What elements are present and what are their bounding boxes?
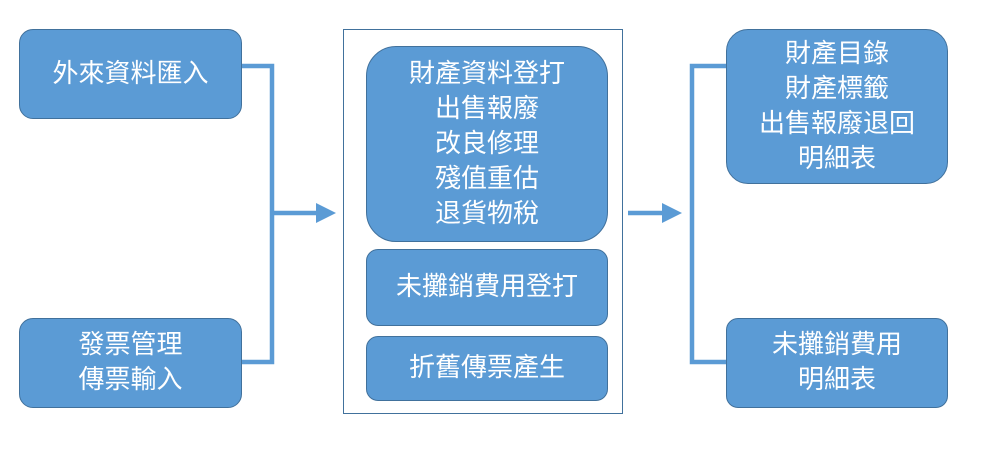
- unamortized-entry-line: 未攤銷費用登打: [395, 272, 578, 302]
- external-import-text: 外來資料匯入: [52, 57, 208, 92]
- unamortized-report-line-2: 明細表: [797, 365, 876, 395]
- left-arrowhead-icon: [316, 203, 336, 223]
- unamortized-report-box: 未攤銷費用 明細表: [726, 318, 948, 408]
- right-arrowhead-icon: [662, 203, 682, 223]
- left-bracket-connector: [242, 63, 275, 365]
- asset-reports-line-3: 出售報廢退回: [758, 108, 915, 139]
- asset-entry-line-2: 出售報廢: [434, 93, 539, 124]
- asset-reports-text: 財產目錄 財產標籤 出售報廢退回 明細表: [759, 37, 915, 177]
- asset-entry-line-1: 財產資料登打: [408, 58, 565, 89]
- unamortized-report-text: 未攤銷費用 明細表: [772, 328, 902, 398]
- asset-entry-line-5: 退貨物稅: [434, 198, 539, 229]
- right-bracket-connector: [689, 63, 727, 365]
- unamortized-entry-box: 未攤銷費用登打: [366, 249, 608, 326]
- asset-entry-line-3: 改良修理: [434, 128, 539, 159]
- invoice-management-text: 發票管理 傳票輸入: [78, 328, 182, 398]
- asset-entry-line-4: 殘值重估: [434, 163, 539, 194]
- unamortized-entry-text: 未攤銷費用登打: [396, 270, 578, 305]
- asset-reports-line-2: 財產標籤: [784, 73, 889, 104]
- invoice-management-line-2: 傳票輸入: [78, 365, 183, 395]
- unamortized-report-line-1: 未攤銷費用: [771, 330, 902, 360]
- depreciation-voucher-text: 折舊傳票產生: [409, 351, 565, 386]
- asset-reports-line-1: 財產目錄: [784, 38, 889, 69]
- depreciation-voucher-box: 折舊傳票產生: [366, 336, 608, 401]
- asset-reports-box: 財產目錄 財產標籤 出售報廢退回 明細表: [726, 29, 948, 184]
- invoice-management-line-1: 發票管理: [78, 330, 183, 360]
- asset-entry-text: 財產資料登打 出售報廢 改良修理 殘值重估 退貨物稅: [409, 57, 565, 232]
- depreciation-voucher-line: 折舊傳票產生: [408, 353, 565, 383]
- invoice-management-box: 發票管理 傳票輸入: [19, 318, 242, 408]
- external-import-box: 外來資料匯入: [19, 29, 242, 119]
- external-import-line: 外來資料匯入: [52, 58, 209, 89]
- asset-reports-line-4: 明細表: [797, 143, 876, 174]
- asset-entry-box: 財產資料登打 出售報廢 改良修理 殘值重估 退貨物稅: [366, 46, 608, 242]
